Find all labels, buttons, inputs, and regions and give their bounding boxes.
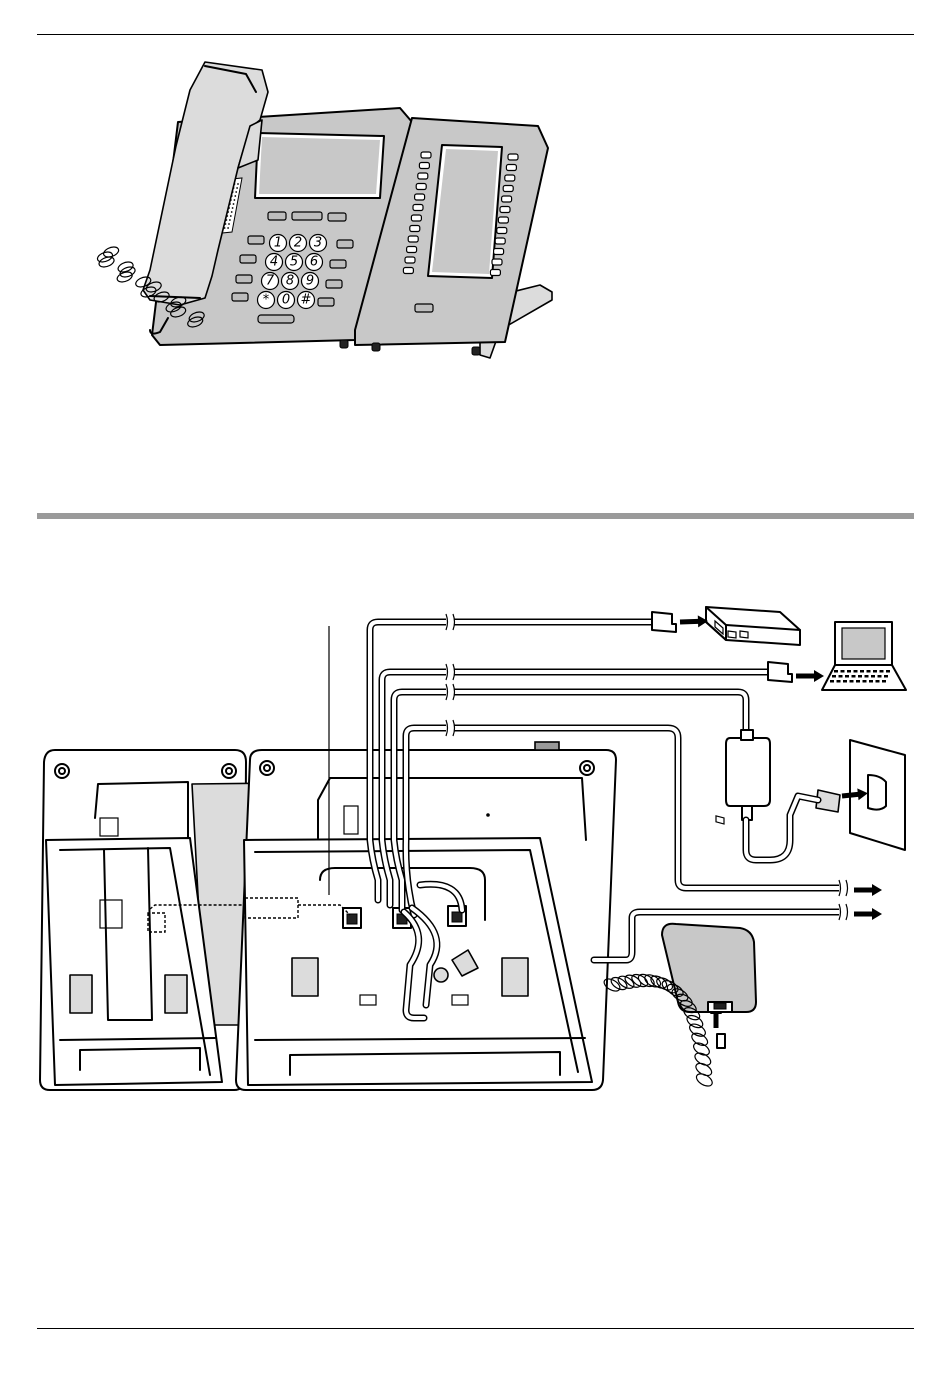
keypad-digit: 6 — [310, 255, 318, 270]
section-divider — [37, 513, 914, 519]
keypad-key-10: 0 — [278, 292, 295, 309]
keypad-key-7: 8 — [282, 273, 299, 290]
keypad-digit: # — [301, 293, 312, 308]
keypad-digit: 5 — [290, 255, 298, 270]
keypad-digit: 8 — [286, 274, 294, 289]
keypad-digit: 0 — [282, 293, 290, 308]
keypad-key-11: # — [298, 292, 315, 309]
keypad-key-6: 7 — [262, 273, 279, 290]
ac-adaptor — [726, 730, 770, 820]
keypad-key-4: 5 — [286, 254, 303, 271]
keypad-digit: 2 — [294, 236, 302, 251]
keypad-key-5: 6 — [306, 254, 323, 271]
keypad-key-8: 9 — [302, 273, 319, 290]
computer-icon — [822, 622, 906, 690]
keypad-key-3: 4 — [266, 254, 283, 271]
keypad-digit: 3 — [314, 236, 322, 251]
footer-rule — [37, 1328, 914, 1329]
keypad-digit: 7 — [266, 274, 275, 289]
keypad-key-1: 2 — [290, 235, 307, 252]
keypad-key-9: * — [258, 292, 275, 309]
keypad-digit: * — [263, 293, 270, 308]
keypad-digit: 9 — [306, 274, 314, 289]
keypad-digit: 4 — [270, 255, 278, 270]
keypad-key-0: 1 — [270, 235, 287, 252]
rear-connection-diagram — [0, 530, 950, 1130]
keypad-digit: 1 — [274, 236, 282, 251]
keypad-key-2: 3 — [310, 235, 327, 252]
